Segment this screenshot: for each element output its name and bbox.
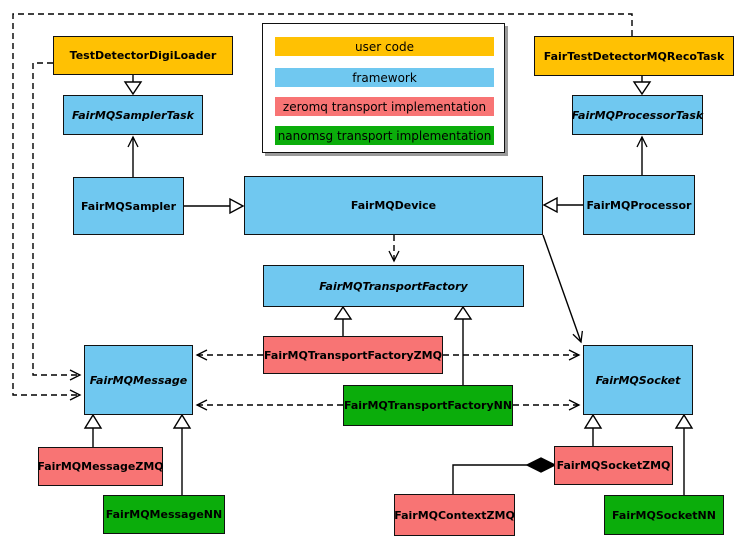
edge-recotask-to-message-dependency — [12, 13, 633, 401]
edge-digiloader-to-message-dependency — [32, 62, 82, 381]
edge-messagenn-to-message-inheritance — [172, 413, 192, 495]
node-fairmqtransportfactorynn: FairMQTransportFactoryNN — [343, 385, 513, 426]
node-fairmqsocketzmq: FairMQSocketZMQ — [554, 446, 673, 485]
node-fairmqsampler: FairMQSampler — [73, 177, 184, 235]
node-fairmqprocessor: FairMQProcessor — [583, 175, 695, 235]
edge-contextzmq-to-socketzmq-composition — [452, 457, 557, 494]
node-fairmqmessagenn: FairMQMessageNN — [103, 495, 225, 534]
node-fairmqmessagezmq: FairMQMessageZMQ — [37, 447, 164, 486]
node-fairmqprocessortask: FairMQProcessorTask — [572, 95, 703, 135]
edge-factoryzmq-to-transportfactory-inheritance — [333, 305, 353, 336]
legend-box: user code framework zeromq transport imp… — [262, 23, 505, 153]
node-fairmqsamplertask: FairMQSamplerTask — [63, 95, 203, 135]
node-fairmqdevice: FairMQDevice — [244, 176, 543, 235]
edge-processor-to-device-inheritance — [542, 196, 583, 214]
legend-item-framework: framework — [275, 68, 494, 87]
legend-item-user-code: user code — [275, 37, 494, 56]
edge-messagezmq-to-message-inheritance — [83, 413, 103, 447]
edge-sampler-to-device-inheritance — [184, 197, 245, 215]
node-fairtestdetectormqrecotask: FairTestDetectorMQRecoTask — [534, 36, 734, 76]
node-fairmqtransportfactory: FairMQTransportFactory — [263, 265, 524, 307]
edge-recotask-to-processortask-inheritance — [632, 76, 652, 96]
node-fairmqtransportfactoryzmq: FairMQTransportFactoryZMQ — [263, 336, 443, 374]
legend-item-zeromq: zeromq transport implementation — [275, 97, 494, 116]
edge-socketzmq-to-socket-inheritance — [583, 413, 603, 446]
node-fairmqmessage: FairMQMessage — [84, 345, 193, 415]
legend-item-nanomsg: nanomsg transport implementation — [275, 126, 494, 145]
edge-factorynn-to-transportfactory-inheritance — [453, 305, 473, 385]
node-fairmqcontextzmq: FairMQContextZMQ — [394, 494, 515, 536]
node-fairmqsocketnn: FairMQSocketNN — [604, 495, 724, 535]
edge-socketnn-to-socket-inheritance — [674, 413, 694, 495]
edge-device-to-socket-association — [542, 234, 584, 344]
node-fairmqsocket: FairMQSocket — [583, 345, 693, 415]
node-testdetectordigiloader: TestDetectorDigiLoader — [53, 36, 233, 75]
edge-digiloader-to-samplertask-inheritance — [123, 75, 143, 96]
